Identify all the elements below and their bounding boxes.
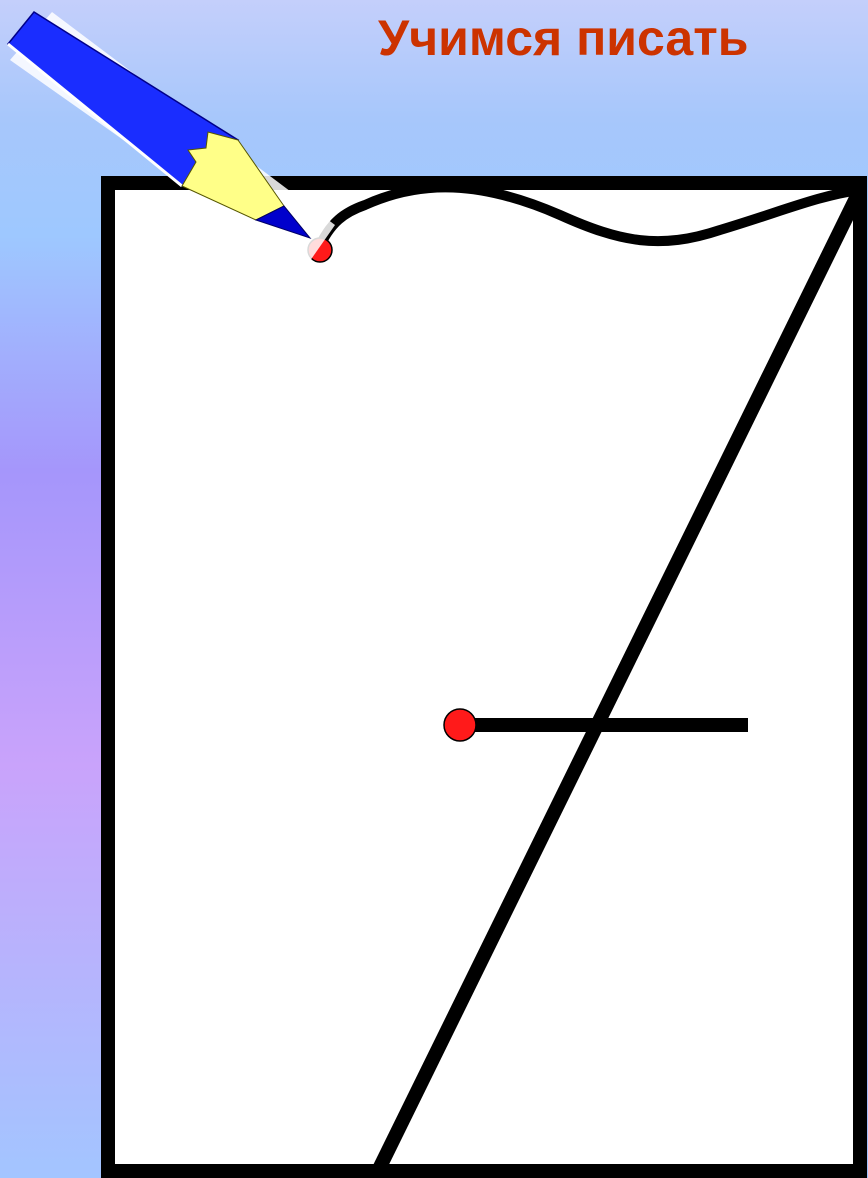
writing-sheet — [108, 183, 860, 1171]
start-dot-icon — [444, 709, 476, 741]
